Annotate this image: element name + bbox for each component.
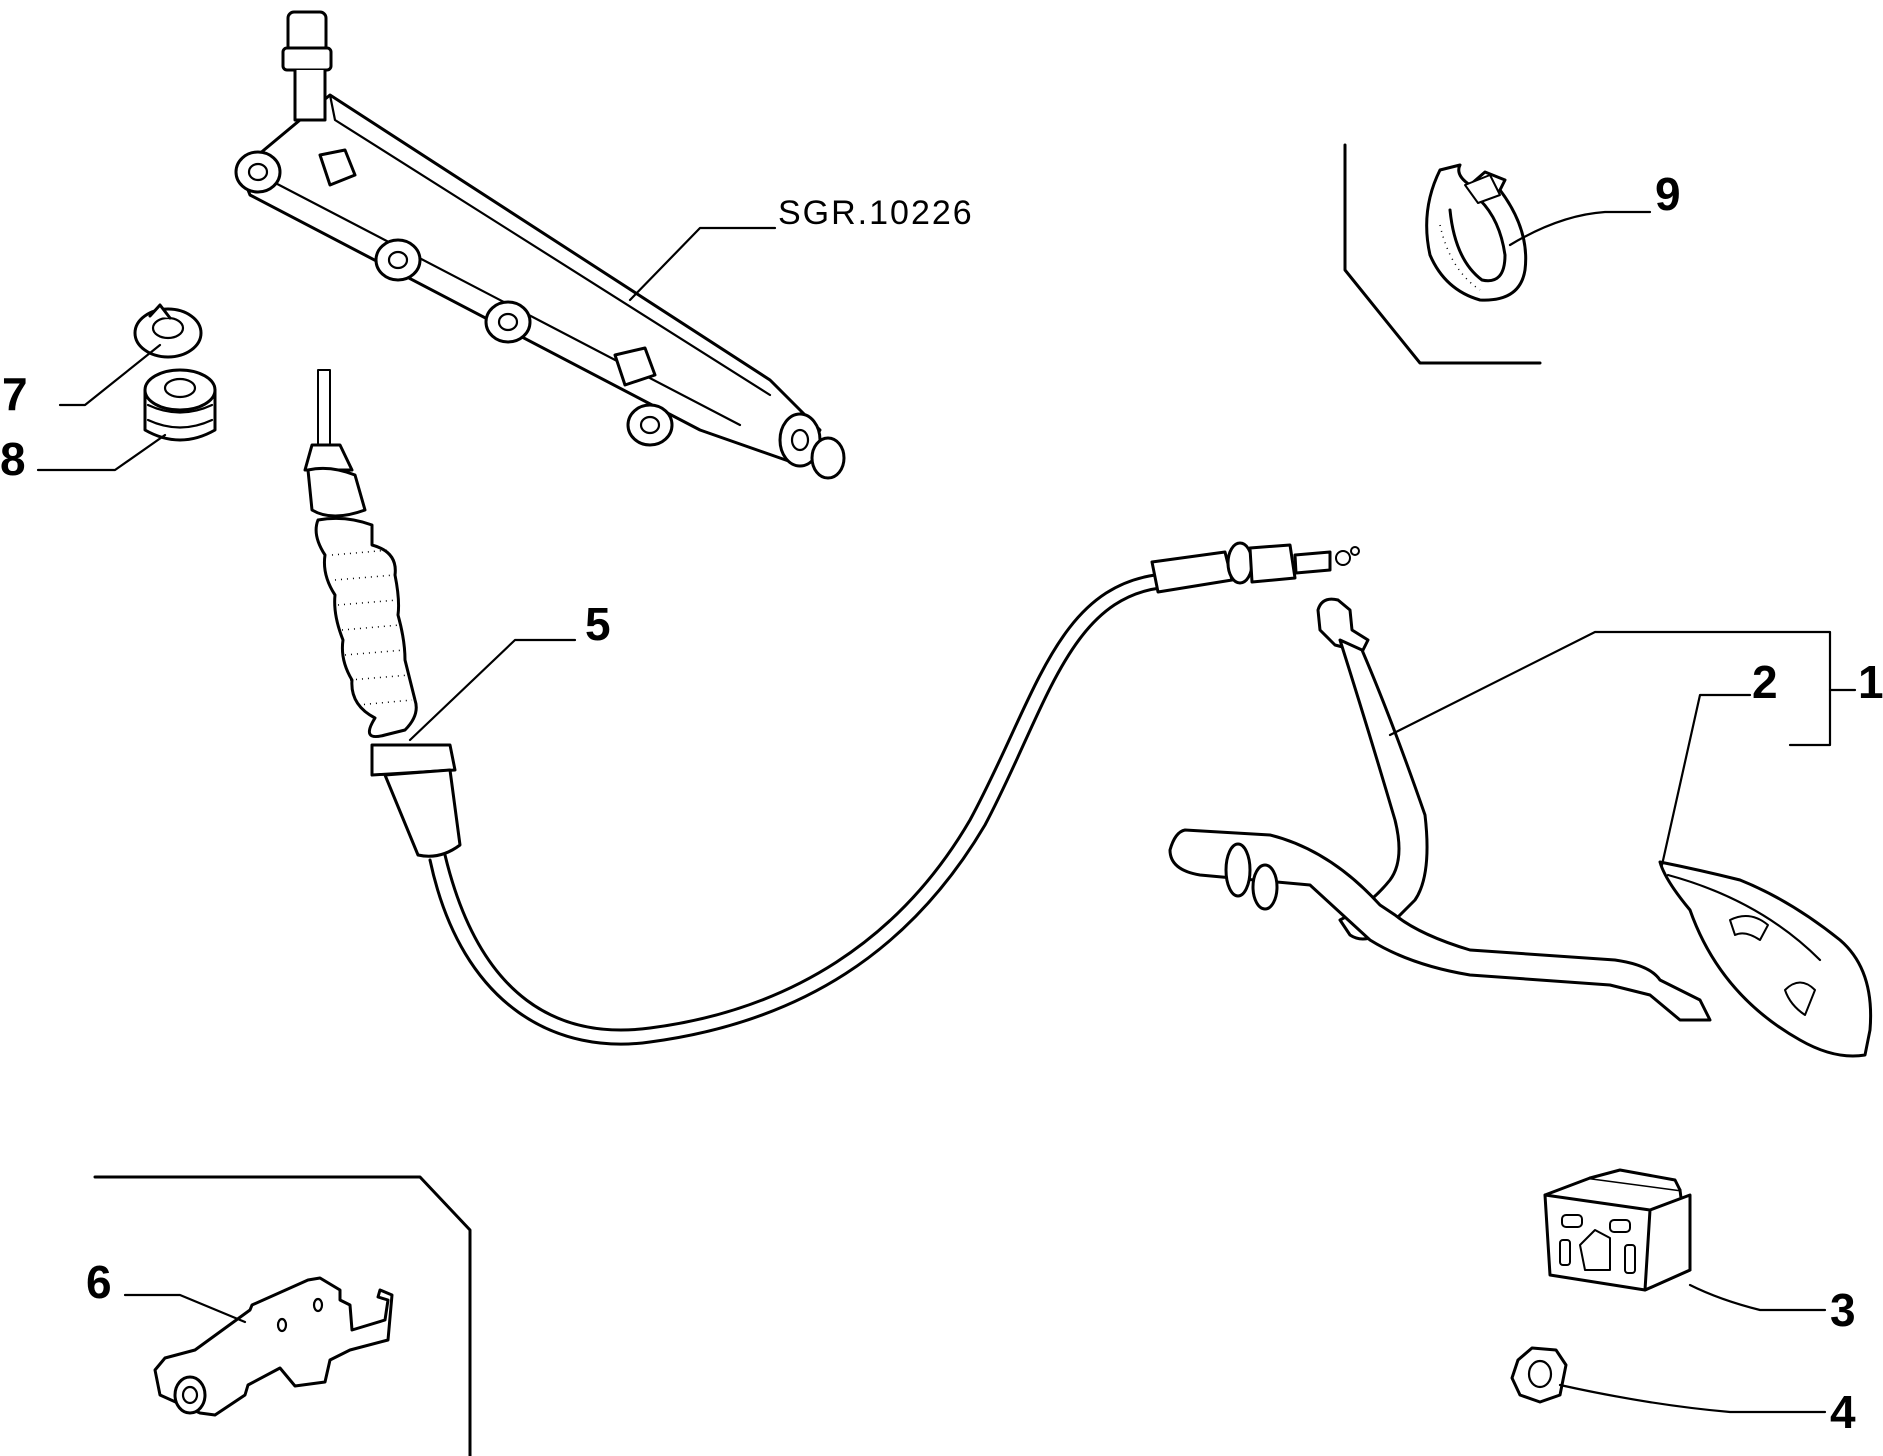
callout-8: 8: [0, 433, 26, 485]
accelerator-pedal-drawing: [1168, 597, 1873, 1058]
callout-6: 6: [86, 1256, 112, 1308]
leader-6: [123, 1293, 247, 1324]
clamp-frame-line: [1343, 143, 1542, 365]
reference-leader-line: [628, 226, 777, 302]
leader-2: [1660, 693, 1752, 867]
leader-7: [58, 343, 162, 407]
leader-5: [408, 638, 577, 742]
callout-9: 9: [1655, 168, 1681, 220]
callout-3: 3: [1830, 1284, 1856, 1336]
bracket-frame-line: [93, 1175, 472, 1456]
accelerator-cable-drawing: [303, 369, 1360, 1046]
cable-bracket-drawing: [153, 1276, 394, 1417]
callout-4: 4: [1830, 1386, 1856, 1438]
leader-1-bracket: [1388, 630, 1832, 747]
leader-9: [1508, 210, 1652, 247]
reference-label: SGR.10226: [778, 194, 974, 232]
nut-drawing: [1510, 1346, 1568, 1404]
callout-7: 7: [2, 368, 28, 420]
fuel-rail-drawing: [234, 10, 846, 480]
callout-2: 2: [1752, 656, 1778, 708]
callout-1: 1: [1858, 656, 1883, 708]
leader-3: [1688, 1283, 1827, 1312]
leader-8: [36, 433, 167, 472]
leader-4: [1558, 1383, 1827, 1414]
spring-clip-drawing: [133, 303, 203, 359]
grommet-drawing: [143, 368, 217, 442]
callout-5: 5: [585, 598, 611, 650]
hose-clamp-drawing: [1425, 163, 1528, 302]
rubber-pad-drawing: [1543, 1168, 1692, 1292]
